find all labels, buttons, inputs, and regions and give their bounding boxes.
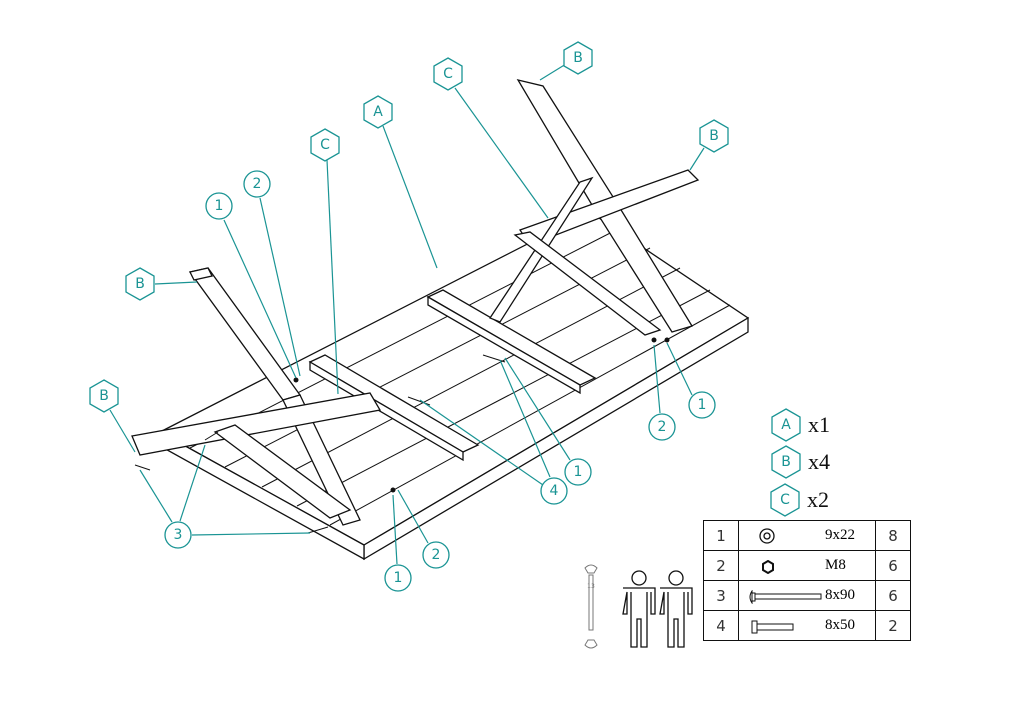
part-count: 6 [875, 580, 911, 611]
callout-4: 4 [540, 477, 568, 505]
callout-1: 1 [384, 564, 412, 592]
callout-1: 1 [688, 391, 716, 419]
svg-text:C: C [780, 492, 790, 508]
svg-text:2: 2 [658, 419, 667, 435]
svg-text:B: B [781, 454, 791, 470]
svg-text:1: 1 [215, 198, 224, 214]
callout-a: A [363, 95, 393, 129]
cross-beam-c [308, 289, 597, 462]
part-size: 8x50 [825, 617, 855, 633]
callout-3: 3 [164, 521, 192, 549]
callout-c: C [310, 128, 340, 162]
svg-text:C: C [443, 66, 453, 82]
part-number: 2 [703, 550, 739, 581]
carriage-bolt-icon [749, 590, 822, 604]
svg-text:A: A [781, 417, 791, 433]
table-row: 4 8x50 2 [703, 610, 911, 641]
person-icon [622, 570, 656, 648]
callout-b: B [699, 119, 729, 153]
part-number: 4 [703, 610, 739, 641]
svg-text:1: 1 [698, 397, 707, 413]
svg-text:B: B [709, 128, 719, 144]
svg-text:1: 1 [574, 464, 583, 480]
person-icon [659, 570, 693, 648]
part-count: 2 [875, 610, 911, 641]
legs-b-right [489, 79, 700, 336]
svg-text:C: C [320, 137, 330, 153]
legend-hex-b: B [771, 445, 801, 479]
table-row: 2 M8 6 [703, 550, 911, 581]
legend-qty-a: x1 [808, 412, 830, 437]
callout-b: B [125, 267, 155, 301]
svg-text:1: 1 [394, 570, 403, 586]
hardware-table: 1 9x22 8 2 M8 6 3 8x90 6 4 8x50 2 [703, 520, 911, 641]
legend-hex-a: A [771, 408, 801, 442]
part-size: 9x22 [825, 527, 855, 543]
table-row: 3 8x90 6 [703, 580, 911, 611]
callout-1: 1 [205, 192, 233, 220]
svg-text:A: A [373, 104, 383, 120]
legend-qty-b: x4 [808, 449, 830, 474]
table-row: 1 9x22 8 [703, 520, 911, 551]
callout-2: 2 [422, 541, 450, 569]
wrench-icon: 13 [584, 564, 598, 649]
legend-qty-c: x2 [807, 487, 829, 512]
bolts [134, 337, 670, 534]
callout-1: 1 [564, 458, 592, 486]
svg-text:13: 13 [587, 583, 595, 590]
hex-bolt-icon [751, 620, 794, 634]
svg-text:3: 3 [174, 527, 183, 543]
leader-lines [109, 63, 705, 565]
part-number: 3 [703, 580, 739, 611]
part-count: 8 [875, 520, 911, 551]
washer-icon [759, 528, 775, 544]
part-size: 8x90 [825, 587, 855, 603]
callout-2: 2 [243, 170, 271, 198]
nut-icon [762, 560, 774, 574]
part-count: 6 [875, 550, 911, 581]
svg-text:B: B [135, 276, 145, 292]
svg-text:2: 2 [432, 547, 441, 563]
legs-b-left [131, 267, 382, 526]
part-size: M8 [825, 557, 846, 573]
callout-c: C [433, 57, 463, 91]
svg-text:B: B [99, 388, 109, 404]
svg-text:4: 4 [550, 483, 559, 499]
legend-hex-c: C [770, 483, 800, 517]
callout-b: B [563, 41, 593, 75]
callout-2: 2 [648, 413, 676, 441]
tabletop-a [158, 211, 750, 561]
svg-text:2: 2 [253, 176, 262, 192]
part-number: 1 [703, 520, 739, 551]
svg-text:B: B [573, 50, 583, 66]
callout-b: B [89, 379, 119, 413]
